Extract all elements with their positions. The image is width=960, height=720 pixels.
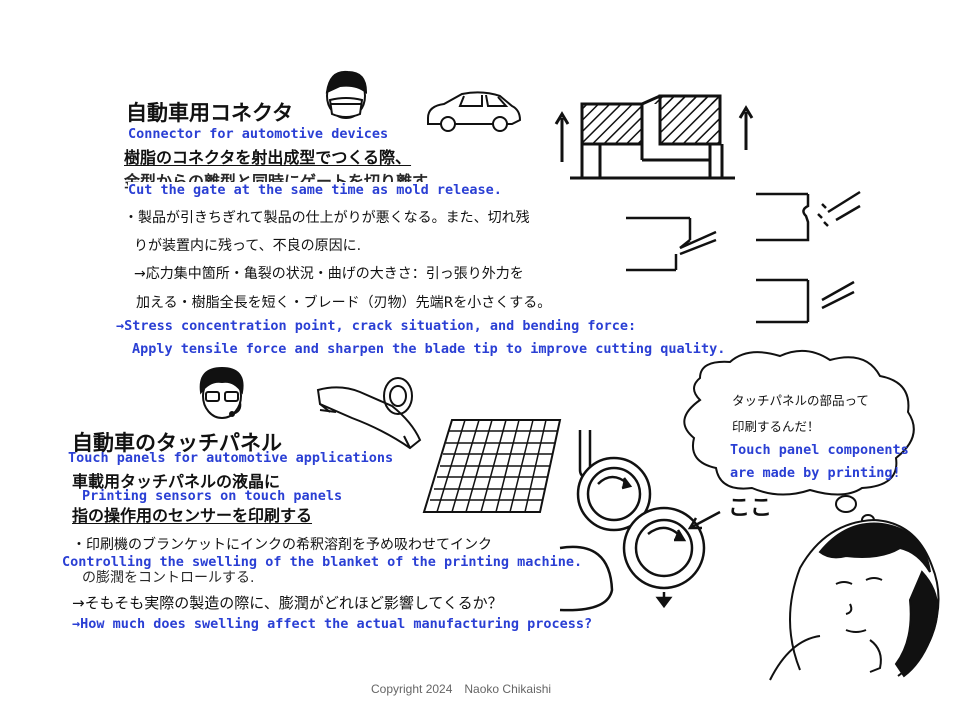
bubble-line2-en: are made by printing! bbox=[730, 465, 901, 481]
car-interior-sketch bbox=[316, 377, 422, 450]
section2-line1-en: Printing sensors on touch panels bbox=[82, 488, 343, 504]
headset-person-illustration bbox=[199, 366, 244, 419]
section1-title-jp: 自動車用コネクタ bbox=[126, 101, 294, 125]
section2-title-en: Touch panels for automotive applications bbox=[68, 450, 394, 466]
bubble-line1-en: Touch panel components bbox=[730, 442, 909, 458]
bubble-line1-jp: タッチパネルの部品って bbox=[732, 393, 869, 408]
thinking-person-illustration bbox=[769, 518, 940, 681]
gate-cut-sketch-3 bbox=[756, 278, 855, 324]
gate-cut-sketch-1 bbox=[626, 216, 717, 272]
section2-bullet1-jp: ・印刷機のブランケットにインクの希釈溶剤を予め吸わせてインク bbox=[72, 537, 492, 553]
masked-person-illustration bbox=[325, 70, 368, 119]
mold-diagram bbox=[554, 94, 754, 180]
section2-line2-jp: 指の操作用のセンサーを印刷する bbox=[72, 506, 313, 525]
gate-cut-sketch-2 bbox=[756, 190, 861, 242]
section1-bullet1b-jp: りが装置内に残って、不良の原因に. bbox=[134, 238, 362, 254]
section1-arrow1-jp: →応力集中箇所・亀裂の状況・曲げの大きさ：引っ張り外力を bbox=[134, 266, 524, 282]
section1-arrow1b-en: Apply tensile force and sharpen the blad… bbox=[132, 341, 726, 357]
section2-title-jp: 自動車のタッチパネル bbox=[72, 431, 282, 455]
section2-bullet1b-jp: の膨潤をコントロールする. bbox=[82, 570, 255, 586]
bubble-line2-jp: 印刷するんだ！ bbox=[732, 419, 820, 434]
section2-arrow1-en: →How much does swelling affect the actua… bbox=[72, 616, 593, 632]
section1-arrow1-en: →Stress concentration point, crack situa… bbox=[116, 318, 637, 334]
section1-arrow1b-jp: 加える・樹脂全長を短く・ブレード（刃物）先端Rを小さくする。 bbox=[136, 295, 552, 311]
section2-arrow1-jp: →そもそも実際の製造の際に、膨潤がどれほど影響してくるか？ bbox=[72, 594, 503, 612]
touch-sensor-grid bbox=[422, 419, 562, 513]
here-label: ここ bbox=[728, 496, 773, 521]
section2-line1-jp: 車載用タッチパネルの液晶に bbox=[72, 472, 281, 491]
section1-bullet1-jp: ・製品が引きちぎれて製品の仕上がりが悪くなる。また、切れ残 bbox=[124, 210, 530, 226]
section1-line1-jp: 樹脂のコネクタを射出成型でつくる際、 bbox=[124, 148, 412, 167]
thought-bubble bbox=[683, 349, 915, 526]
printing-roller-diagram bbox=[559, 430, 721, 612]
copyright-text: Copyright 2024 Naoko Chikaishi bbox=[371, 682, 552, 696]
section1-line2-en: Cut the gate at the same time as mold re… bbox=[128, 182, 502, 198]
section1-title-en: Connector for automotive devices bbox=[128, 126, 389, 142]
section2-bullet1-en: Controlling the swelling of the blanket … bbox=[62, 554, 583, 570]
car-illustration bbox=[427, 91, 522, 132]
